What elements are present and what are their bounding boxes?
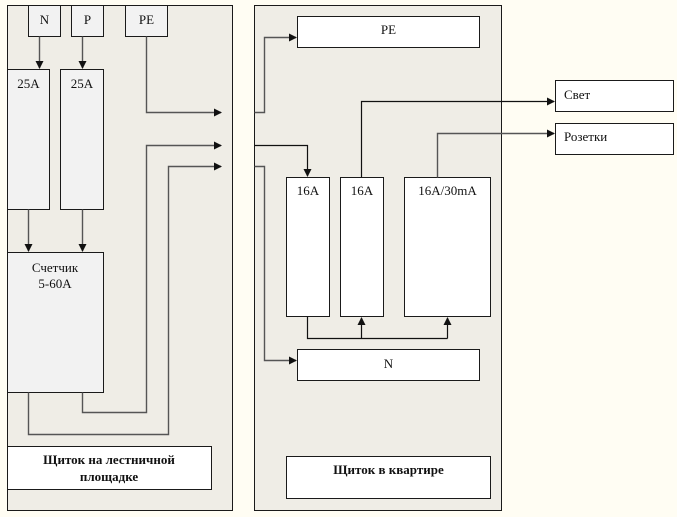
meter: Счетчик 5-60A xyxy=(7,252,104,393)
wire-n-to-bus xyxy=(254,165,297,365)
input-n: N xyxy=(28,5,61,37)
input-pe: PE xyxy=(125,5,168,37)
load-sockets-label: Розетки xyxy=(564,129,607,144)
pe-bus: PE xyxy=(297,16,480,48)
wire-meter-n-out xyxy=(27,162,222,436)
breaker-2-label: 16A xyxy=(351,183,374,198)
wire-breaker-2-to-light xyxy=(360,97,555,178)
input-pe-label: PE xyxy=(139,12,154,27)
landing-title-line2: площадке xyxy=(80,469,139,484)
wire-pe-out xyxy=(145,36,222,117)
apartment-title-label: Щиток в квартире xyxy=(333,462,444,477)
breaker-1-16a: 16A xyxy=(286,177,330,317)
wire-meter-p-out xyxy=(81,141,222,414)
n-bus: N xyxy=(297,349,480,381)
breaker-n-label: 25A xyxy=(17,76,40,91)
input-p: P xyxy=(71,5,104,37)
wire-breaker-1-out xyxy=(306,316,448,340)
breaker-p-25a: 25A xyxy=(60,69,104,210)
rcd-label: 16A/30mA xyxy=(418,183,477,198)
wire-rcd-to-sockets xyxy=(436,129,555,178)
apartment-panel-title: Щиток в квартире xyxy=(286,456,491,499)
meter-label-line1: Счетчик xyxy=(32,260,79,275)
wire-phase-to-breaker-1 xyxy=(254,144,312,177)
n-bus-label: N xyxy=(384,356,394,371)
breaker-2-16a: 16A xyxy=(340,177,384,317)
wire-pe-to-bus xyxy=(254,33,297,114)
breaker-1-label: 16A xyxy=(297,183,320,198)
landing-panel-title: Щиток на лестничной площадке xyxy=(7,446,212,490)
breaker-p-label: 25A xyxy=(71,76,94,91)
landing-title-line1: Щиток на лестничной xyxy=(43,452,175,467)
pe-bus-label: PE xyxy=(381,22,396,37)
meter-label-line2: 5-60A xyxy=(38,276,72,291)
breaker-n-25a: 25A xyxy=(7,69,50,210)
input-p-label: P xyxy=(84,12,91,27)
load-light-label: Свет xyxy=(564,87,591,102)
input-n-label: N xyxy=(40,12,50,27)
load-light: Свет xyxy=(555,80,674,112)
load-sockets: Розетки xyxy=(555,123,674,155)
rcd-16a-30ma: 16A/30mA xyxy=(404,177,491,317)
